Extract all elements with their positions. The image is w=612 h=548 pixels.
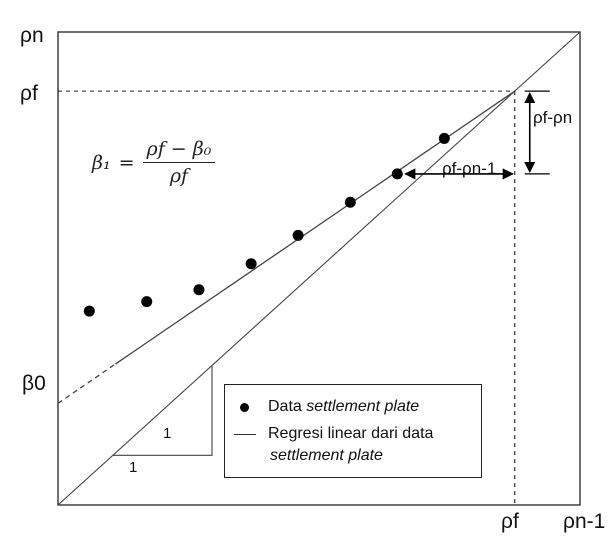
data-point-6 (344, 196, 356, 208)
slope-vertical-value: 1 (163, 425, 172, 442)
formula-numerator: ρ𝑓 − β₀ (142, 138, 216, 163)
legend-marker-dot (240, 402, 249, 412)
formula-equals: = (118, 151, 135, 174)
data-point-3 (193, 284, 205, 296)
formula-denominator: ρ𝑓 (169, 165, 189, 187)
slope-horizontal-value: 1 (129, 459, 138, 476)
data-point-2 (141, 296, 153, 308)
legend-item-data: Data settlement plate (225, 398, 419, 416)
data-point-1 (83, 305, 95, 317)
data-point-5 (292, 229, 304, 241)
rho-f-y-tick-label: ρf (20, 82, 38, 105)
equality-line (57, 31, 581, 506)
legend-item-regression-line1: Regresi linear dari data (268, 425, 434, 442)
formula-fraction: ρ𝑓 − β₀ ρ𝑓 (142, 138, 216, 187)
legend-item-regression: Regresi linear dari data (225, 425, 433, 443)
beta0-tick-label: β0 (22, 372, 46, 395)
data-point-7 (391, 168, 403, 180)
rho-f-x-tick-label: ρf (501, 510, 519, 533)
data-point-4 (245, 258, 257, 270)
legend-marker-line (234, 433, 256, 435)
formula-lhs: β₁ (92, 151, 111, 174)
chart-legend: Data settlement plate Regresi linear dar… (224, 384, 482, 478)
regression-line (115, 90, 516, 365)
x-axis-label: ρn-1 (563, 510, 606, 533)
regression-line-extrapolated (57, 363, 116, 404)
legend-item-data-italic: settlement plate (306, 398, 420, 415)
data-point-8 (438, 132, 450, 144)
diff-horizontal-label: ρf-ρn-1 (442, 159, 497, 178)
beta1-formula: β₁ = ρ𝑓 − β₀ ρ𝑓 (92, 138, 216, 187)
plot-frame (57, 31, 581, 506)
legend-item-regression-cont: settlement plate (270, 447, 383, 465)
slope-triangle (112, 365, 213, 456)
legend-item-data-prefix: Data (268, 398, 307, 415)
diff-vertical-label: ρf-ρn (533, 108, 573, 127)
y-axis-label: ρn (20, 24, 44, 47)
legend-item-regression-line2: settlement plate (270, 447, 383, 464)
